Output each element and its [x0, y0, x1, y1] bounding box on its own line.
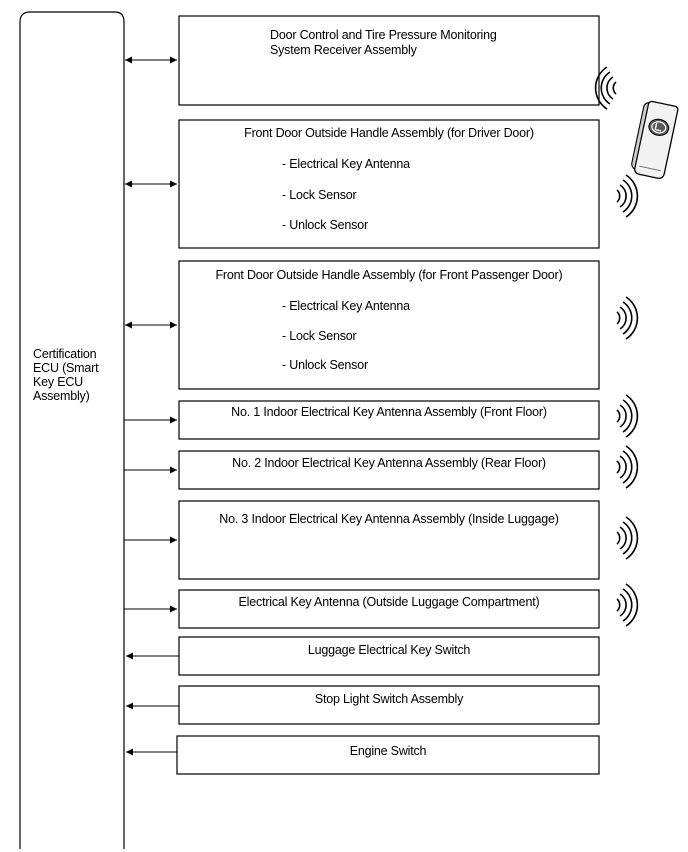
- indoor-antenna-3-wave-icon: [616, 516, 639, 560]
- driver-handle-title: Front Door Outside Handle Assembly (for …: [244, 126, 534, 140]
- driver-handle-box: [178, 119, 600, 249]
- indoor-antenna-1-wave-icon: [616, 394, 639, 438]
- indoor-antenna-2-title: No. 2 Indoor Electrical Key Antenna Asse…: [232, 456, 546, 470]
- driver-handle-sub-antenna: - Electrical Key Antenna: [282, 157, 410, 171]
- receiver-title-line: Door Control and Tire Pressure Monitorin…: [270, 28, 497, 42]
- passenger-handle-sub-antenna: - Electrical Key Antenna: [282, 299, 410, 313]
- passenger-handle-title: Front Door Outside Handle Assembly (for …: [215, 268, 563, 282]
- ecu-label-line: ECU (Smart: [33, 361, 99, 375]
- driver-handle-wave-icon: [616, 174, 639, 218]
- luggage-antenna-title: Electrical Key Antenna (Outside Luggage …: [238, 595, 540, 609]
- passenger-handle-sub-lock: - Lock Sensor: [282, 329, 357, 343]
- driver-handle-sub-lock: - Lock Sensor: [282, 188, 357, 202]
- luggage-switch-title: Luggage Electrical Key Switch: [307, 643, 471, 657]
- luggage-antenna-box: [178, 589, 600, 629]
- driver-handle-sub-unlock: - Unlock Sensor: [282, 218, 368, 232]
- receiver-box: [178, 15, 600, 106]
- indoor-antenna-1-title: No. 1 Indoor Electrical Key Antenna Asse…: [231, 405, 547, 419]
- engine-switch-title: Engine Switch: [349, 744, 427, 758]
- indoor-antenna-3-title: No. 3 Indoor Electrical Key Antenna Asse…: [219, 512, 559, 526]
- indoor-antenna-2-wave-icon: [616, 445, 639, 489]
- stop-light-switch-title: Stop Light Switch Assembly: [314, 692, 464, 706]
- ecu-label-line: Certification: [33, 347, 97, 361]
- engine-switch-box: [176, 735, 600, 775]
- ecu-label-line: Key ECU: [33, 375, 84, 389]
- electronic-key-icon: [631, 100, 679, 179]
- passenger-handle-wave-icon: [616, 296, 639, 340]
- passenger-handle-box: [178, 260, 600, 390]
- indoor-antenna-3-box: [178, 500, 600, 580]
- stop-light-switch-box: [178, 685, 600, 725]
- indoor-antenna-1-box: [178, 400, 600, 440]
- receiver-wave-icon: [594, 66, 617, 110]
- ecu-box: [19, 11, 125, 849]
- receiver-title-line: System Receiver Assembly: [270, 43, 417, 57]
- passenger-handle-sub-unlock: - Unlock Sensor: [282, 358, 368, 372]
- receiver-title: Door Control and Tire Pressure Monitorin…: [270, 28, 497, 58]
- ecu-label-line: Assembly): [33, 389, 90, 403]
- ecu-label: Certification ECU (Smart Key ECU Assembl…: [33, 347, 99, 403]
- indoor-antenna-2-box: [178, 450, 600, 490]
- luggage-antenna-wave-icon: [616, 583, 639, 627]
